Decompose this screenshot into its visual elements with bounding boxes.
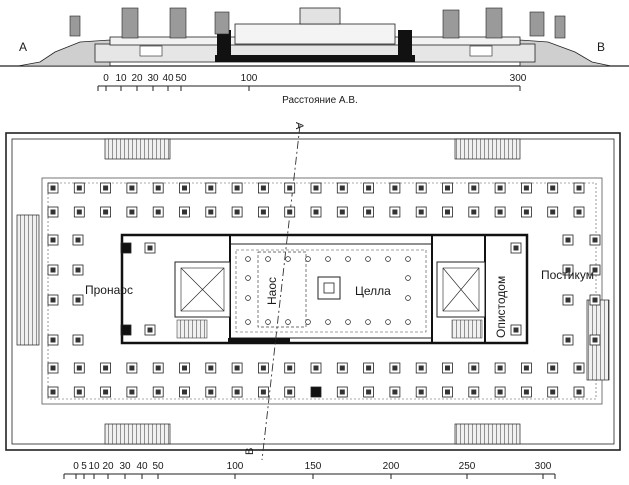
bottom-scale-tick-0: 0 xyxy=(73,461,79,472)
cella-interior-columns xyxy=(245,256,411,325)
interior-column xyxy=(345,256,351,262)
interior-column xyxy=(285,319,291,325)
interior-column xyxy=(265,256,271,262)
bottom-scale-tick-50: 50 xyxy=(152,461,164,472)
interior-column xyxy=(245,256,251,262)
peristyle-column xyxy=(120,324,132,336)
interior-column xyxy=(305,256,311,262)
top-scale-tick-10: 10 xyxy=(115,73,127,84)
interior-column xyxy=(385,319,391,325)
interior-column xyxy=(405,319,411,325)
top-scale-tick-30: 30 xyxy=(147,73,159,84)
interior-column xyxy=(345,319,351,325)
cella-walls xyxy=(120,233,529,345)
label-opisthodom: Опистодом xyxy=(494,276,508,338)
bottom-scale-bar: 0 5 10 20 30 40 50 100 150 200 250 300 xyxy=(63,461,556,479)
interior-column xyxy=(285,256,291,262)
section-label-a: A xyxy=(293,122,305,130)
label-cella: Целла xyxy=(355,284,391,298)
peristyle-column xyxy=(120,242,132,254)
top-scale-tick-0: 0 xyxy=(103,73,109,84)
interior-column xyxy=(265,319,271,325)
interior-column xyxy=(365,319,371,325)
elevation-section: A B xyxy=(0,7,629,67)
peristyle-column xyxy=(310,386,322,398)
bottom-scale-tick-5: 5 xyxy=(81,461,87,472)
label-posticum: Постикум xyxy=(541,268,594,282)
top-scale-tick-20: 20 xyxy=(131,73,143,84)
elevation-label-b: B xyxy=(597,40,605,54)
bottom-scale-tick-150: 150 xyxy=(305,461,322,472)
bottom-scale-tick-200: 200 xyxy=(383,461,400,472)
top-scale-tick-100: 100 xyxy=(241,73,258,84)
bottom-scale-tick-30: 30 xyxy=(119,461,131,472)
top-scale-bar: 0 10 20 30 40 50 100 300 Расстояние А.В. xyxy=(97,73,527,106)
interior-column xyxy=(325,319,331,325)
interior-column xyxy=(365,256,371,262)
section-label-b: B xyxy=(244,448,256,455)
label-naos: Наос xyxy=(265,277,279,305)
interior-column xyxy=(245,275,251,281)
bottom-scale-tick-10: 10 xyxy=(88,461,100,472)
interior-column xyxy=(405,295,411,301)
interior-column xyxy=(325,256,331,262)
interior-column xyxy=(305,319,311,325)
bottom-scale-tick-300: 300 xyxy=(535,461,552,472)
interior-column xyxy=(405,275,411,281)
temple-plan: Пронаос Наос Целла Опистодом Постикум A … xyxy=(5,122,621,461)
interior-column xyxy=(405,256,411,262)
bottom-scale-tick-250: 250 xyxy=(459,461,476,472)
top-scale-tick-50: 50 xyxy=(175,73,187,84)
top-scale-tick-40: 40 xyxy=(162,73,174,84)
interior-column xyxy=(245,295,251,301)
bottom-scale-tick-100: 100 xyxy=(227,461,244,472)
interior-column xyxy=(385,256,391,262)
top-scale-tick-300: 300 xyxy=(510,73,527,84)
bottom-scale-tick-40: 40 xyxy=(136,461,148,472)
elevation-label-a: A xyxy=(19,40,27,54)
peristyle-columns xyxy=(47,182,601,398)
top-scale-caption: Расстояние А.В. xyxy=(282,95,358,106)
label-pronaos: Пронаос xyxy=(85,283,133,297)
bottom-scale-tick-20: 20 xyxy=(102,461,114,472)
interior-column xyxy=(245,319,251,325)
